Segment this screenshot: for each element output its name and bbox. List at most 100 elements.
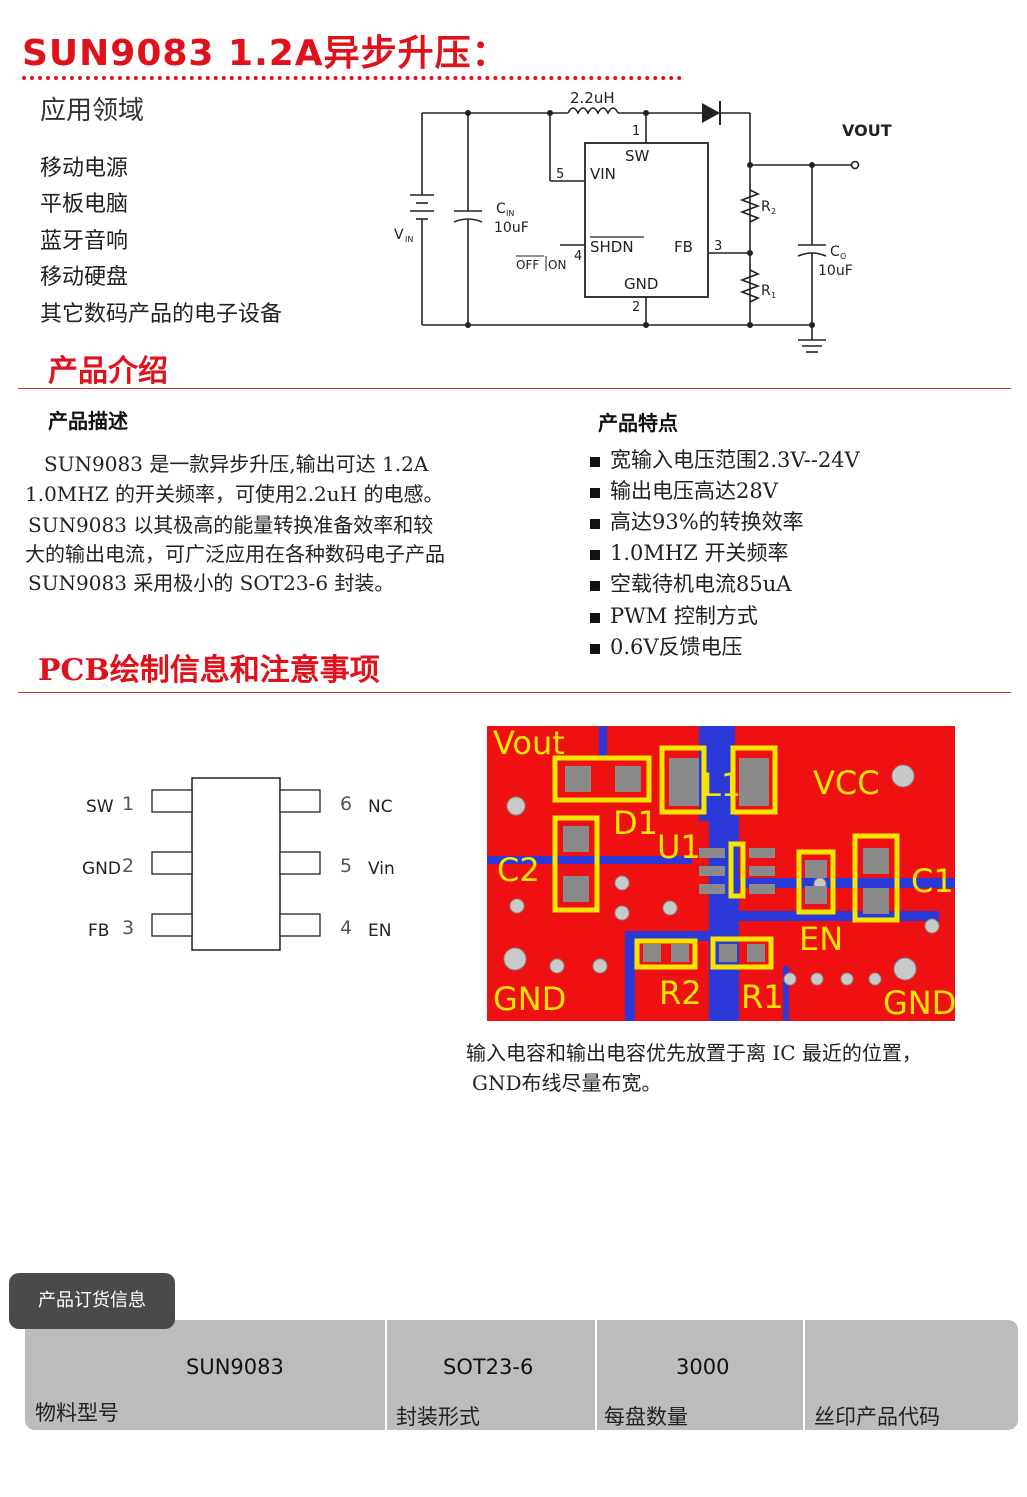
pcb-note-line: 输入电容和输出电容优先放置于离 IC 最近的位置， xyxy=(466,1041,922,1065)
pin-number: 4 xyxy=(340,917,352,939)
reel-qty-label: 每盘数量 xyxy=(604,1405,688,1429)
description-line: 1.0MHZ 的开关频率，可使用2.2uH 的电感。 xyxy=(25,482,444,506)
pin-vin-label: VIN xyxy=(590,165,616,183)
order-info-table xyxy=(25,1320,1018,1430)
section-divider xyxy=(18,388,1011,389)
sot23-6-pinout-diagram: SW 1 GND 2 FB 3 6 NC 5 Vin 4 EN xyxy=(82,777,395,951)
part-number-label: 物料型号 xyxy=(35,1401,119,1425)
pin-number-2: 2 xyxy=(632,300,640,315)
pin-label-en: EN xyxy=(368,921,391,941)
bullet-icon xyxy=(590,549,600,560)
pcb-section-title: PCB绘制信息和注意事项 xyxy=(38,653,380,688)
bullet-icon xyxy=(590,487,600,498)
pcb-label-gnd-left: GND xyxy=(493,980,566,1018)
cin-value: 10uF xyxy=(494,220,529,236)
description-line: 大的输出电流，可广泛应用在各种数码电子产品 xyxy=(25,542,445,566)
section-divider xyxy=(18,692,1011,693)
r1-label: R xyxy=(761,283,771,299)
feature-item: 0.6V反馈电压 xyxy=(590,631,743,661)
application-item: 平板电脑 xyxy=(40,192,129,217)
application-item: 移动硬盘 xyxy=(40,265,129,290)
pin-number: 5 xyxy=(340,855,352,877)
pcb-label-u1: U1 xyxy=(657,828,701,866)
bullet-icon xyxy=(590,612,600,623)
bullet-icon xyxy=(590,580,600,591)
order-cell-package xyxy=(387,1320,597,1430)
r2-subscript: 2 xyxy=(771,207,776,216)
vin-source-subscript: IN xyxy=(405,235,413,244)
pin-gnd-label: GND xyxy=(624,275,658,293)
pin-label-gnd: GND xyxy=(82,859,121,879)
feature-item: 1.0MHZ 开关频率 xyxy=(590,537,788,567)
order-cell-part-number xyxy=(25,1320,387,1430)
features-heading: 产品特点 xyxy=(598,411,678,435)
r2-label: R xyxy=(761,199,771,215)
feature-item: 高达93%的转换效率 xyxy=(590,506,804,536)
part-number-value: SUN9083 xyxy=(186,1355,284,1379)
reel-qty-value: 3000 xyxy=(676,1355,730,1379)
pcb-label-r2: R2 xyxy=(659,974,702,1012)
co-value: 10uF xyxy=(818,263,853,279)
application-item: 移动电源 xyxy=(40,156,129,181)
pin-label-vin: Vin xyxy=(368,859,395,879)
description-line: SUN9083 采用极小的 SOT23-6 封装。 xyxy=(28,571,395,595)
co-subscript: O xyxy=(840,252,846,261)
pin-number-1: 1 xyxy=(632,124,640,139)
description-heading: 产品描述 xyxy=(48,409,128,433)
pcb-label-r1: R1 xyxy=(741,978,784,1016)
feature-item: 宽输入电压范围2.3V--24V xyxy=(590,444,860,474)
inductor-label: 2.2uH xyxy=(570,89,615,107)
pin-sw-label: SW xyxy=(625,147,650,165)
order-info-tab: 产品订货信息 xyxy=(9,1273,175,1329)
pcb-label-vcc: VCC xyxy=(813,764,880,802)
pin-number: 1 xyxy=(122,793,134,815)
pcb-label-gnd-right: GND xyxy=(883,984,955,1021)
application-item: 蓝牙音响 xyxy=(40,229,129,254)
pin-label-sw: SW xyxy=(86,797,114,817)
package-label: 封装形式 xyxy=(396,1405,480,1429)
cin-label: C xyxy=(496,201,506,217)
pin-number: 3 xyxy=(122,917,134,939)
pcb-layout-image: Vout VCC L1 D1 U1 C2 C1 EN GND R2 R1 GND xyxy=(487,726,955,1021)
pin-number-5: 5 xyxy=(556,167,564,182)
pin-number-3: 3 xyxy=(714,239,722,254)
bullet-icon xyxy=(590,456,600,467)
co-label: C xyxy=(830,244,840,260)
vin-source-label: V xyxy=(394,227,404,243)
description-line: SUN9083 以其极高的能量转换准备效率和较 xyxy=(28,513,434,537)
pin-label-nc: NC xyxy=(368,797,393,817)
vout-label: VOUT xyxy=(842,121,892,140)
package-body xyxy=(191,777,281,951)
boost-circuit-schematic: 2.2uH VOUT V IN C IN 10uF C O 10uF R 2 R… xyxy=(394,89,892,353)
applications-heading: 应用领域 xyxy=(40,96,145,126)
bullet-icon xyxy=(590,643,600,654)
order-cell-reel-qty xyxy=(597,1320,805,1430)
on-label: ON xyxy=(548,258,566,272)
intro-section-title: 产品介绍 xyxy=(48,354,168,389)
feature-item: PWM 控制方式 xyxy=(590,600,758,630)
pcb-label-d1: D1 xyxy=(613,804,658,842)
marking-code-label: 丝印产品代码 xyxy=(814,1405,940,1429)
package-value: SOT23-6 xyxy=(443,1355,534,1379)
r1-subscript: 1 xyxy=(771,291,776,300)
pcb-label-en: EN xyxy=(799,920,843,958)
cin-subscript: IN xyxy=(506,209,514,218)
feature-item: 空载待机电流85uA xyxy=(590,568,791,598)
feature-item: 输出电压高达28V xyxy=(590,475,778,505)
title-divider xyxy=(22,76,682,80)
pcb-label-vout: Vout xyxy=(493,726,565,762)
pin-number: 6 xyxy=(340,793,352,815)
pcb-note-line: GND布线尽量布宽。 xyxy=(472,1071,662,1095)
off-label: OFF xyxy=(516,258,539,272)
pin-fb-label: FB xyxy=(674,238,693,256)
pin-number: 2 xyxy=(122,855,134,877)
pin-number-4: 4 xyxy=(574,249,582,264)
bullet-icon xyxy=(590,518,600,529)
pcb-label-l1: L1 xyxy=(703,766,741,804)
application-item: 其它数码产品的电子设备 xyxy=(40,302,283,327)
ic-body xyxy=(584,142,709,298)
pcb-label-c1: C1 xyxy=(911,862,954,900)
page-title: SUN9083 1.2A异步升压： xyxy=(22,33,509,74)
description-line: SUN9083 是一款异步升压,输出可达 1.2A xyxy=(44,452,429,476)
pin-label-fb: FB xyxy=(88,921,109,941)
